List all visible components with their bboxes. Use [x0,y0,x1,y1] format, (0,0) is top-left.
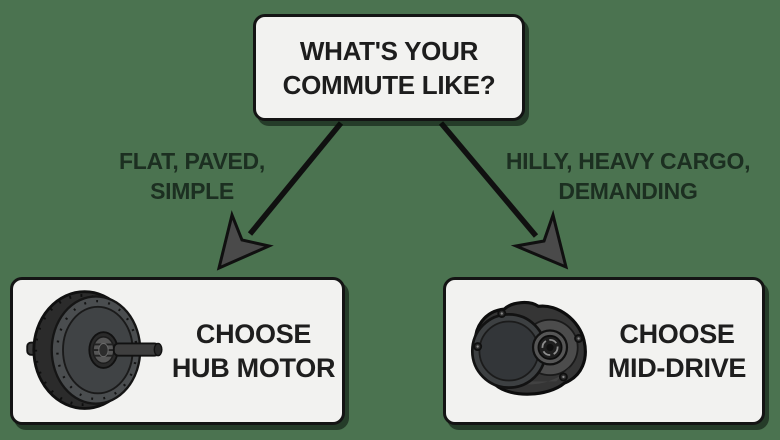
right-branch-condition-label: HILLY, HEAVY CARGO, DEMANDING [478,146,778,206]
hub-motor-result-text: CHOOSE HUB MOTOR [171,317,342,385]
result-line: MID-DRIVE [607,353,747,383]
condition-line: SIMPLE [150,178,234,204]
mid-drive-result-card: CHOOSE MID-DRIVE [443,277,765,425]
question-line: WHAT'S YOUR [299,35,479,66]
mid-drive-result-text: CHOOSE MID-DRIVE [598,317,762,385]
result-line: CHOOSE [619,319,735,349]
left-branch-condition-label: FLAT, PAVED, SIMPLE [78,146,306,206]
root-question-node: WHAT'S YOUR COMMUTE LIKE? [253,14,525,121]
hub-motor-icon [26,290,163,410]
condition-line: FLAT, PAVED, [119,148,265,174]
mid-drive-motor-illustration [446,280,598,422]
condition-line: HILLY, HEAVY CARGO, [505,148,751,174]
result-line: CHOOSE [195,319,312,349]
mid-drive-motor-icon [470,300,587,396]
condition-line: DEMANDING [558,178,698,204]
hub-motor-illustration [13,280,171,422]
question-line: COMMUTE LIKE? [282,69,496,100]
hub-motor-result-card: CHOOSE HUB MOTOR [10,277,345,425]
result-line: HUB MOTOR [171,353,336,383]
